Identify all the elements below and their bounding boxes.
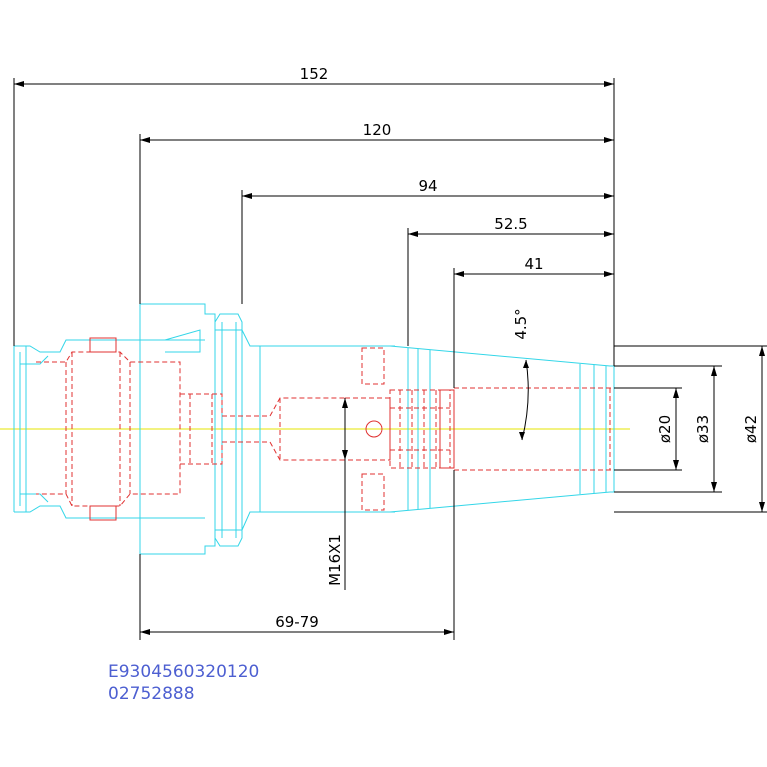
dim-gauge-length: 120 [363, 121, 392, 139]
dim-total-length: 152 [300, 65, 329, 83]
dimension-lines [13, 78, 767, 640]
dim-flange-to-tip: 94 [418, 177, 437, 195]
dim-body-diameter: ø42 [742, 415, 760, 443]
dim-taper-length: 52.5 [494, 215, 527, 233]
hidden-features [36, 337, 614, 521]
dim-adjust-range: 69-79 [275, 613, 319, 631]
dim-bore-diameter: ø20 [656, 415, 674, 443]
holder-outline [13, 303, 615, 555]
article-number: E9304560320120 [108, 662, 259, 682]
dim-nose-diameter: ø33 [694, 415, 712, 443]
dim-nose-length: 41 [524, 255, 543, 273]
dim-thread: M16X1 [326, 534, 344, 586]
order-code: 02752888 [108, 684, 195, 704]
dim-taper-angle: 4.5° [512, 308, 530, 339]
